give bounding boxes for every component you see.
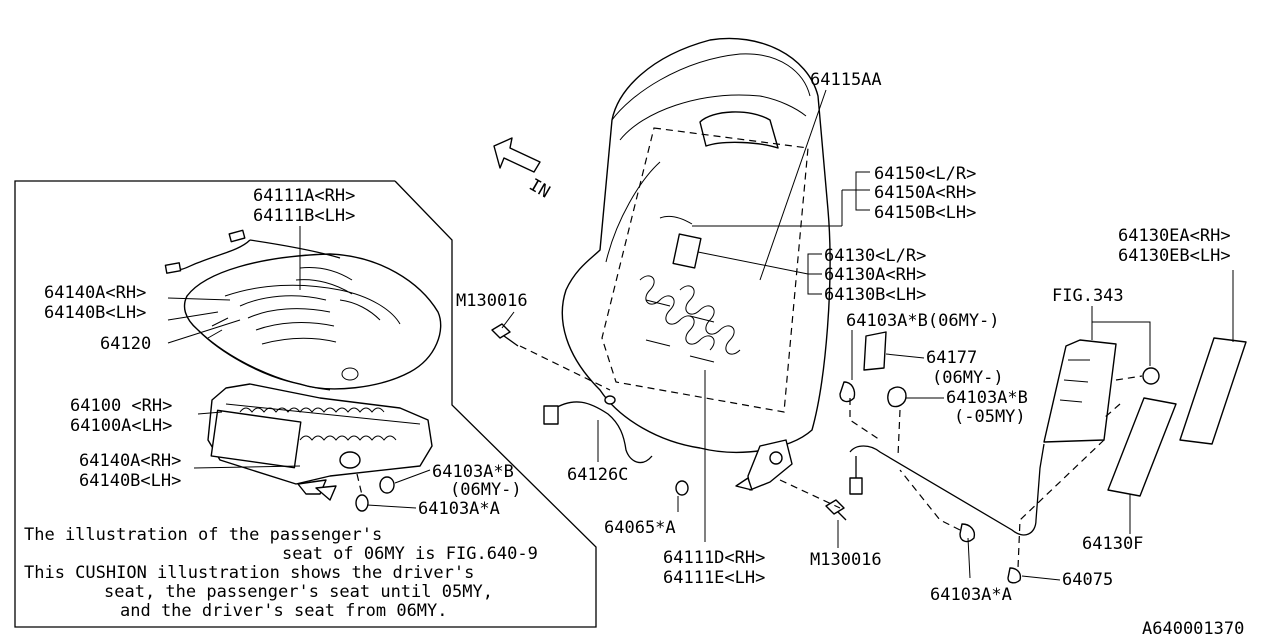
label-64126c: 64126C <box>567 465 628 485</box>
note-line-2: seat of 06MY is FIG.640-9 <box>282 544 538 564</box>
label-64111a: 64111A<RH> <box>253 186 355 206</box>
label-64130f: 64130F <box>1082 534 1143 554</box>
label-64075: 64075 <box>1062 570 1113 590</box>
note-line-1: The illustration of the passenger's <box>24 525 382 545</box>
label-64100: 64100 <RH> <box>70 396 172 416</box>
seat-cushion-frame <box>207 383 433 501</box>
label-64130a: 64130A<RH> <box>824 265 926 285</box>
label-64140b-top: 64140B<LH> <box>44 303 146 323</box>
label-64100a: 64100A<LH> <box>70 416 172 436</box>
label-64103ab-05my: 64103A*B <box>946 388 1028 408</box>
label-64140a-bot: 64140A<RH> <box>79 451 181 471</box>
cushion-screws <box>355 473 395 512</box>
label-06my-cushion: (06MY-) <box>450 480 522 500</box>
back-harness <box>543 395 653 464</box>
seat-back-leaders <box>501 89 870 548</box>
note-line-3: This CUSHION illustration shows the driv… <box>24 563 474 583</box>
cushion-leaders <box>167 226 431 509</box>
cushion-detail-frame <box>14 180 597 628</box>
heater-harness <box>164 229 341 274</box>
label-64111e: 64111E<LH> <box>663 568 765 588</box>
label-64140a-top: 64140A<RH> <box>44 283 146 303</box>
side-leaders <box>851 270 1234 581</box>
label-64115aa: 64115AA <box>810 70 882 90</box>
label-m130016-bot: M130016 <box>810 550 882 570</box>
label-64111b: 64111B<LH> <box>253 206 355 226</box>
label-fig343: FIG.343 <box>1052 286 1124 306</box>
label-64103aa-bottom: 64103A*A <box>930 585 1012 605</box>
label-05my-note: (-05MY) <box>954 407 1026 427</box>
label-m130016-top: M130016 <box>456 291 528 311</box>
bolts <box>491 323 847 521</box>
label-64111d: 64111D<RH> <box>663 548 765 568</box>
in-direction-arrow <box>493 137 541 173</box>
label-64130eb: 64130EB<LH> <box>1118 246 1231 266</box>
label-64150a: 64150A<RH> <box>874 183 976 203</box>
label-64103ab-06my: 64103A*B(06MY-) <box>846 311 1000 331</box>
label-64130: 64130<L/R> <box>824 246 926 266</box>
label-64120: 64120 <box>100 334 151 354</box>
label-64103aa-cushion: 64103A*A <box>418 499 500 519</box>
label-in: IN <box>526 175 554 203</box>
seat-cushion-pad <box>183 253 442 391</box>
label-64103ab-cushion: 64103A*B <box>432 462 514 482</box>
note-line-4: seat, the passenger's seat until 05MY, <box>104 582 493 602</box>
diagram-id: A640001370 <box>1142 619 1244 639</box>
note-line-5: and the driver's seat from 06MY. <box>120 601 448 621</box>
label-64150: 64150<L/R> <box>874 164 976 184</box>
side-components <box>839 331 1247 584</box>
label-64177: 64177 <box>926 348 977 368</box>
label-64177-note: (06MY-) <box>932 368 1004 388</box>
label-64140b-bot: 64140B<LH> <box>79 471 181 491</box>
label-64065a: 64065*A <box>604 518 676 538</box>
label-64150b: 64150B<LH> <box>874 203 976 223</box>
seat-back <box>561 37 831 491</box>
label-64130b: 64130B<LH> <box>824 285 926 305</box>
label-64130ea: 64130EA<RH> <box>1118 226 1231 246</box>
